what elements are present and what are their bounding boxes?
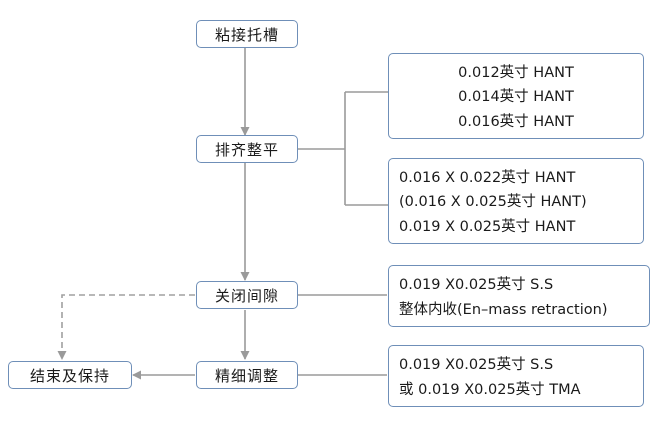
wire-spec: 或 0.019 X0.025英寸 TMA bbox=[399, 382, 581, 398]
step-bond-brackets: 粘接托槽 bbox=[196, 20, 298, 48]
wire-spec: 0.016英寸 HANT bbox=[458, 114, 574, 131]
note-leveling-rect-wires: 0.016 X 0.022英寸 HANT (0.016 X 0.025英寸 HA… bbox=[388, 158, 644, 244]
step-level-align: 排齐整平 bbox=[196, 135, 298, 163]
step-finishing: 精细调整 bbox=[196, 361, 298, 389]
wire-spec: 0.019 X0.025英寸 S.S bbox=[399, 277, 554, 293]
technique-label: 整体内收(En–mass retraction) bbox=[399, 302, 608, 318]
wire-spec: (0.016 X 0.025英寸 HANT) bbox=[399, 194, 587, 211]
wire-spec: 0.019 X 0.025英寸 HANT bbox=[399, 219, 576, 236]
note-leveling-round-wires: 0.012英寸 HANT 0.014英寸 HANT 0.016英寸 HANT bbox=[388, 53, 644, 139]
wire-spec: 0.019 X0.025英寸 S.S bbox=[399, 357, 554, 373]
note-space-closure: 0.019 X0.025英寸 S.S 整体内收(En–mass retracti… bbox=[388, 265, 650, 327]
wire-spec: 0.014英寸 HANT bbox=[458, 89, 574, 106]
step-end-retention: 结束及保持 bbox=[8, 361, 132, 389]
step-space-closure: 关闭间隙 bbox=[196, 281, 298, 309]
wire-spec: 0.016 X 0.022英寸 HANT bbox=[399, 169, 576, 186]
wire-spec: 0.012英寸 HANT bbox=[458, 64, 574, 81]
dashed-arrow-closure-to-end bbox=[57, 294, 195, 360]
note-finishing: 0.019 X0.025英寸 S.S 或 0.019 X0.025英寸 TMA bbox=[388, 345, 644, 407]
